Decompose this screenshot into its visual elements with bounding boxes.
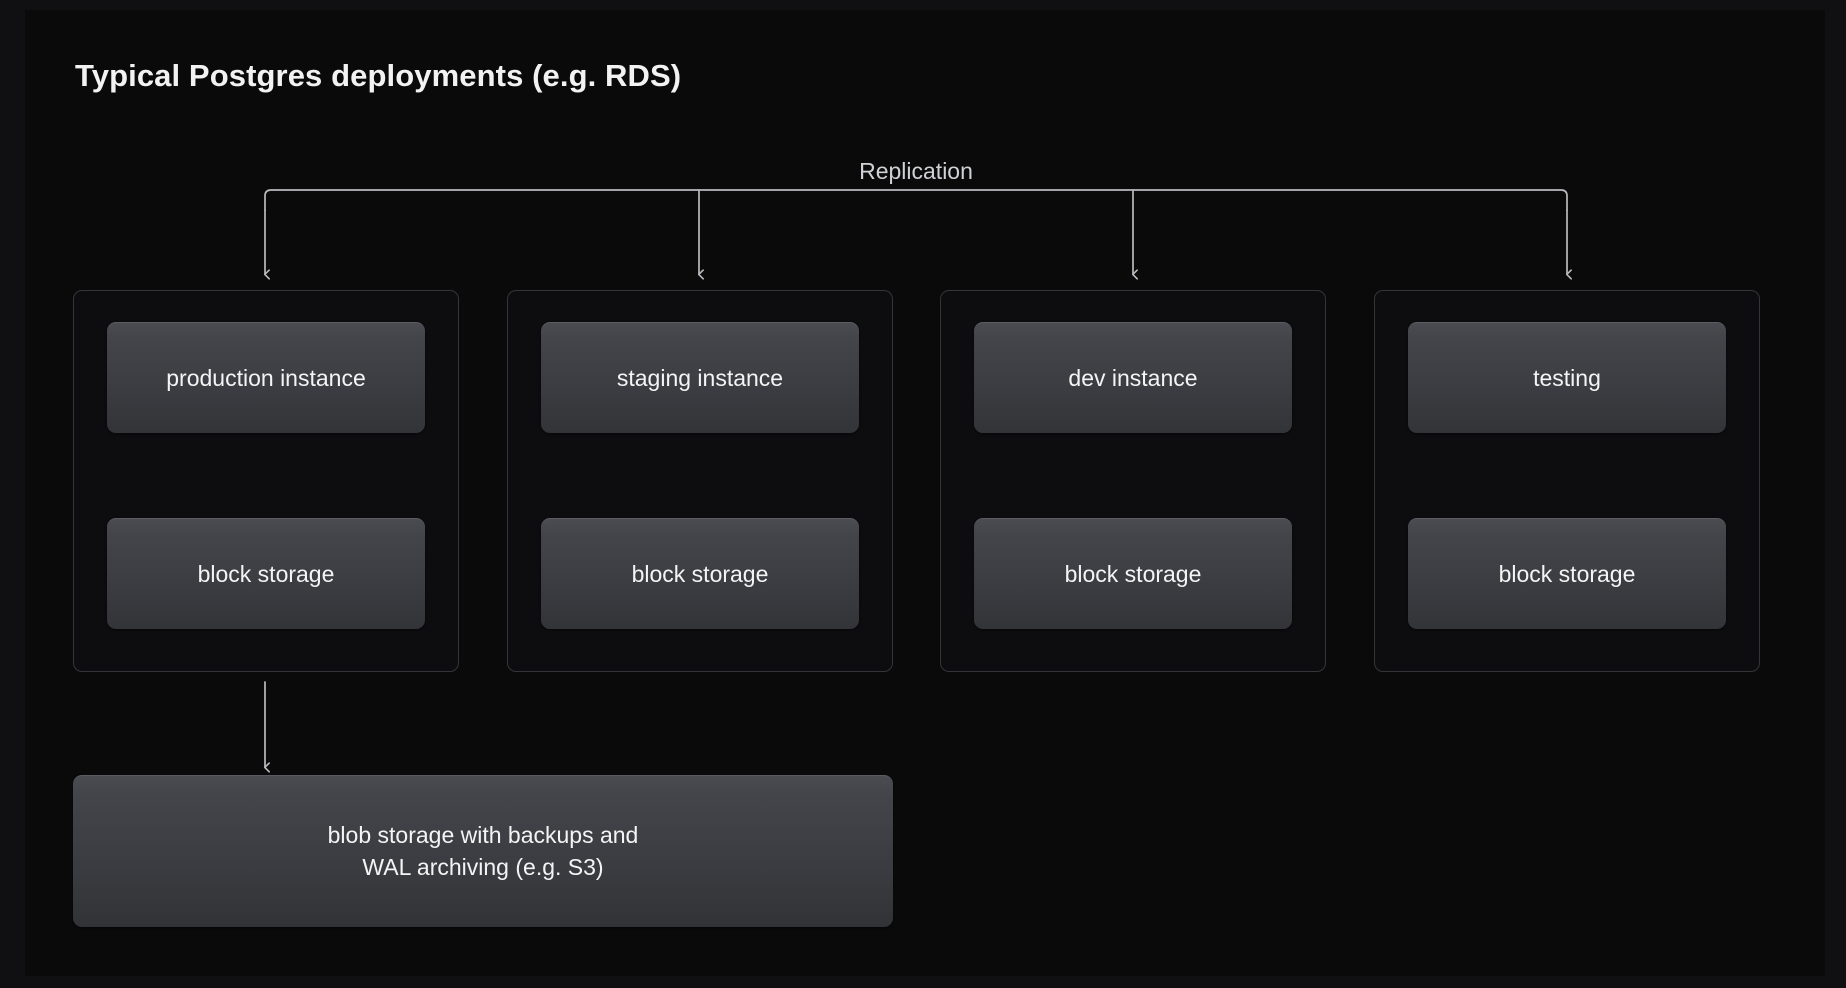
blob-storage-line-1: blob storage with backups and — [327, 821, 639, 848]
node-label: block storage — [631, 560, 769, 587]
page-title: Typical Postgres deployments (e.g. RDS) — [75, 58, 682, 93]
node-production-block-storage[interactable]: block storage — [107, 518, 425, 629]
replication-bus-line — [264, 189, 1568, 211]
node-staging-block-storage[interactable]: block storage — [541, 518, 859, 629]
node-label: staging instance — [616, 364, 784, 391]
node-testing-instance[interactable]: testing — [1408, 322, 1726, 433]
node-staging-instance[interactable]: staging instance — [541, 322, 859, 433]
env-column-dev[interactable]: dev instance block storage — [940, 290, 1326, 672]
env-column-staging[interactable]: staging instance block storage — [507, 290, 893, 672]
node-dev-block-storage[interactable]: block storage — [974, 518, 1292, 629]
node-label: testing — [1533, 364, 1601, 391]
node-label: production instance — [166, 364, 366, 391]
node-label: block storage — [1064, 560, 1202, 587]
node-blob-storage[interactable]: blob storage with backups and WAL archiv… — [73, 775, 893, 927]
env-column-production[interactable]: production instance block storage — [73, 290, 459, 672]
node-testing-block-storage[interactable]: block storage — [1408, 518, 1726, 629]
env-column-testing[interactable]: testing block storage — [1374, 290, 1760, 672]
node-dev-instance[interactable]: dev instance — [974, 322, 1292, 433]
node-label: block storage — [1498, 560, 1636, 587]
node-label: dev instance — [1068, 364, 1198, 391]
node-production-instance[interactable]: production instance — [107, 322, 425, 433]
diagram-panel: Typical Postgres deployments (e.g. RDS) … — [25, 10, 1825, 976]
blob-storage-line-2: WAL archiving (e.g. S3) — [362, 853, 604, 880]
node-label: block storage — [197, 560, 335, 587]
